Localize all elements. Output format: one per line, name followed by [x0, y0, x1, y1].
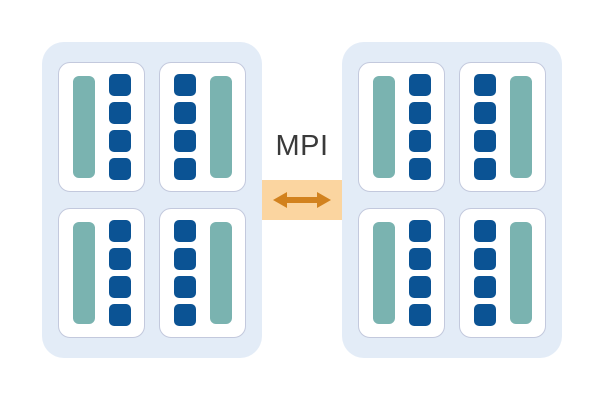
cluster-panel-left — [42, 42, 262, 358]
accelerator-bar-icon — [72, 222, 95, 324]
node-card — [159, 208, 246, 338]
accelerator-bar-icon — [72, 76, 95, 178]
core-unit-icon — [473, 158, 496, 180]
core-unit-icon — [108, 248, 131, 270]
core-unit-icon — [173, 158, 196, 180]
core-unit-icon — [173, 220, 196, 242]
node-card — [358, 208, 445, 338]
core-unit-icon — [173, 130, 196, 152]
cluster-panel-right — [342, 42, 562, 358]
core-column — [408, 220, 431, 326]
node-card — [459, 62, 546, 192]
node-card — [58, 62, 145, 192]
core-unit-icon — [108, 220, 131, 242]
core-column — [173, 74, 196, 180]
core-unit-icon — [173, 102, 196, 124]
core-unit-icon — [473, 276, 496, 298]
core-column — [108, 74, 131, 180]
accelerator-bar-icon — [209, 222, 232, 324]
node-card — [159, 62, 246, 192]
accelerator-bar-icon — [509, 76, 532, 178]
accelerator-bar-icon — [372, 76, 395, 178]
core-unit-icon — [108, 276, 131, 298]
accelerator-bar-icon — [372, 222, 395, 324]
mpi-interconnect: MPI — [262, 120, 342, 220]
core-unit-icon — [173, 248, 196, 270]
core-unit-icon — [408, 220, 431, 242]
core-column — [408, 74, 431, 180]
core-unit-icon — [408, 102, 431, 124]
double-headed-horizontal-arrow-icon — [273, 192, 331, 208]
core-unit-icon — [173, 304, 196, 326]
mpi-label: MPI — [275, 130, 329, 162]
core-unit-icon — [473, 102, 496, 124]
core-column — [473, 220, 496, 326]
node-card — [358, 62, 445, 192]
core-unit-icon — [108, 74, 131, 96]
node-card — [459, 208, 546, 338]
core-column — [473, 74, 496, 180]
core-unit-icon — [473, 74, 496, 96]
accelerator-bar-icon — [209, 76, 232, 178]
core-unit-icon — [173, 74, 196, 96]
core-unit-icon — [408, 74, 431, 96]
core-column — [108, 220, 131, 326]
core-unit-icon — [108, 304, 131, 326]
node-card — [58, 208, 145, 338]
core-unit-icon — [408, 304, 431, 326]
core-unit-icon — [473, 220, 496, 242]
core-unit-icon — [108, 102, 131, 124]
core-column — [173, 220, 196, 326]
core-unit-icon — [473, 248, 496, 270]
core-unit-icon — [408, 158, 431, 180]
core-unit-icon — [473, 130, 496, 152]
core-unit-icon — [408, 130, 431, 152]
core-unit-icon — [108, 158, 131, 180]
accelerator-bar-icon — [509, 222, 532, 324]
core-unit-icon — [408, 248, 431, 270]
core-unit-icon — [108, 130, 131, 152]
core-unit-icon — [173, 276, 196, 298]
core-unit-icon — [473, 304, 496, 326]
mpi-band — [262, 180, 342, 220]
core-unit-icon — [408, 276, 431, 298]
